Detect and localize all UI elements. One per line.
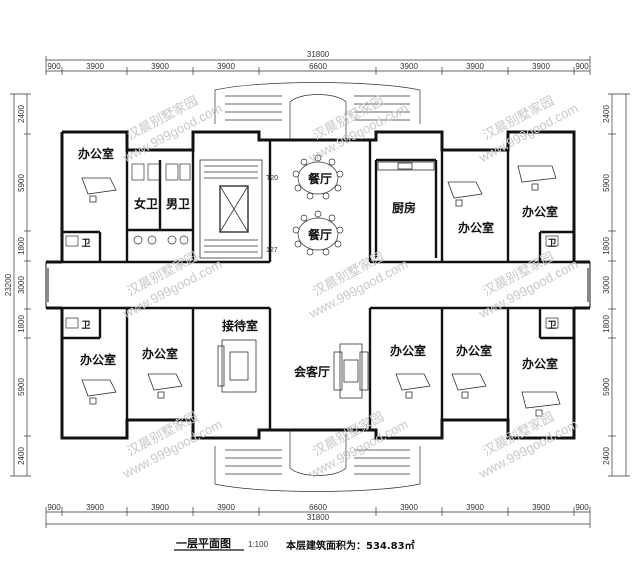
room-office-tl: 办公室 (78, 146, 114, 161)
room-meeting-hall: 会客厅 (294, 364, 330, 379)
dim-top-5: 3900 (400, 62, 418, 71)
room-wc-female: 女卫 (134, 196, 158, 211)
dim-bottom-2: 3900 (151, 503, 169, 512)
dim-bottom-6: 3900 (466, 503, 484, 512)
dim-left-5: 5900 (17, 378, 26, 396)
room-wc-small-1: 卫 (81, 238, 90, 249)
dim-left-6: 2400 (17, 447, 26, 465)
left-segment-labels: 2400 5900 1800 3000 1800 5900 2400 23200 (4, 105, 26, 465)
dim-left-1: 5900 (17, 174, 26, 192)
room-office-tr1: 办公室 (458, 220, 494, 235)
exterior-walls (46, 130, 590, 440)
dining-table-1 (292, 154, 344, 200)
dim-right-5: 5900 (602, 378, 611, 396)
right-dimensions (608, 93, 630, 477)
dim-right-4: 1800 (602, 315, 611, 333)
caption-title: 一层平面图 (176, 537, 231, 550)
dim-left-total: 23200 (4, 273, 13, 296)
total-width-bottom: 31800 (307, 513, 330, 522)
bottom-segment-labels: 900 3900 3900 3900 6600 3900 3900 3900 9… (47, 503, 589, 512)
level-mark-a: T20 (266, 175, 278, 182)
office-desks (81, 165, 561, 417)
dim-top-8: 900 (575, 62, 589, 71)
room-wc-small-2: 卫 (547, 238, 556, 249)
dim-left-0: 2400 (17, 105, 26, 123)
top-entrance-steps (214, 82, 421, 140)
drawing-caption: 一层平面图 1:100 本层建筑面积为：534.83㎡ (174, 537, 415, 552)
dim-left-2: 1800 (17, 237, 26, 255)
dim-top-2: 3900 (151, 62, 169, 71)
bottom-dimensions (45, 507, 591, 528)
dim-right-6: 2400 (602, 447, 611, 465)
kitchen-counter (377, 161, 435, 171)
top-segment-labels: 900 3900 3900 3900 6600 3900 3900 3900 9… (47, 62, 589, 71)
top-dimensions (45, 56, 591, 75)
room-dining-1: 餐厅 (308, 171, 332, 186)
room-office-bl2: 办公室 (142, 346, 178, 361)
room-office-tr2: 办公室 (522, 204, 558, 219)
dim-bottom-3: 3900 (217, 503, 235, 512)
dim-bottom-8: 900 (575, 503, 589, 512)
room-dining-2: 餐厅 (308, 227, 332, 242)
room-reception: 接待室 (222, 318, 258, 333)
room-labels: 办公室 女卫 男卫 餐厅 餐厅 厨房 办公室 办公室 办公室 办公室 接待室 会… (78, 146, 558, 379)
caption-area: 本层建筑面积为：534.83㎡ (286, 539, 415, 552)
left-dimensions (10, 93, 31, 477)
room-office-br1: 办公室 (390, 343, 426, 358)
dim-top-6: 3900 (466, 62, 484, 71)
dining-table-2 (292, 210, 344, 256)
room-wc-small-4: 卫 (547, 320, 556, 331)
dim-bottom-4: 6600 (309, 503, 327, 512)
caption-scale: 1:100 (248, 540, 269, 549)
dim-right-1: 5900 (602, 174, 611, 192)
dim-top-4: 6600 (309, 62, 327, 71)
dim-bottom-7: 3900 (532, 503, 550, 512)
dim-top-3: 3900 (217, 62, 235, 71)
hall-sofa-set (333, 343, 369, 399)
dim-bottom-1: 3900 (86, 503, 104, 512)
dim-bottom-0: 900 (47, 503, 61, 512)
room-kitchen: 厨房 (392, 200, 416, 215)
toilet-fixtures (65, 163, 559, 329)
interior-walls (62, 140, 574, 430)
dim-right-2: 1800 (602, 237, 611, 255)
room-office-br2: 办公室 (456, 343, 492, 358)
room-office-br3: 办公室 (522, 356, 558, 371)
dim-top-0: 900 (47, 62, 61, 71)
room-wc-small-3: 卫 (81, 320, 90, 331)
total-width-top: 31800 (307, 50, 330, 59)
dim-right-3: 3000 (602, 276, 611, 294)
dim-top-7: 3900 (532, 62, 550, 71)
dim-top-1: 3900 (86, 62, 104, 71)
watermarks: 汉晨别墅家园 www.999good.com 汉晨别墅家园 www.999goo… (120, 93, 581, 482)
room-wc-male: 男卫 (166, 197, 190, 211)
room-office-bl1: 办公室 (80, 352, 116, 367)
dim-left-4: 1800 (17, 315, 26, 333)
corridor-end-walls (45, 262, 591, 308)
stair-core (199, 159, 263, 259)
reception-sofa-set (217, 339, 257, 393)
level-mark-b: 127 (266, 247, 278, 254)
dim-right-0: 2400 (602, 105, 611, 123)
dim-bottom-5: 3900 (400, 503, 418, 512)
dim-left-3: 3000 (17, 276, 26, 294)
bottom-entrance-steps (214, 430, 421, 492)
right-segment-labels: 2400 5900 1800 3000 1800 5900 2400 (602, 105, 611, 465)
